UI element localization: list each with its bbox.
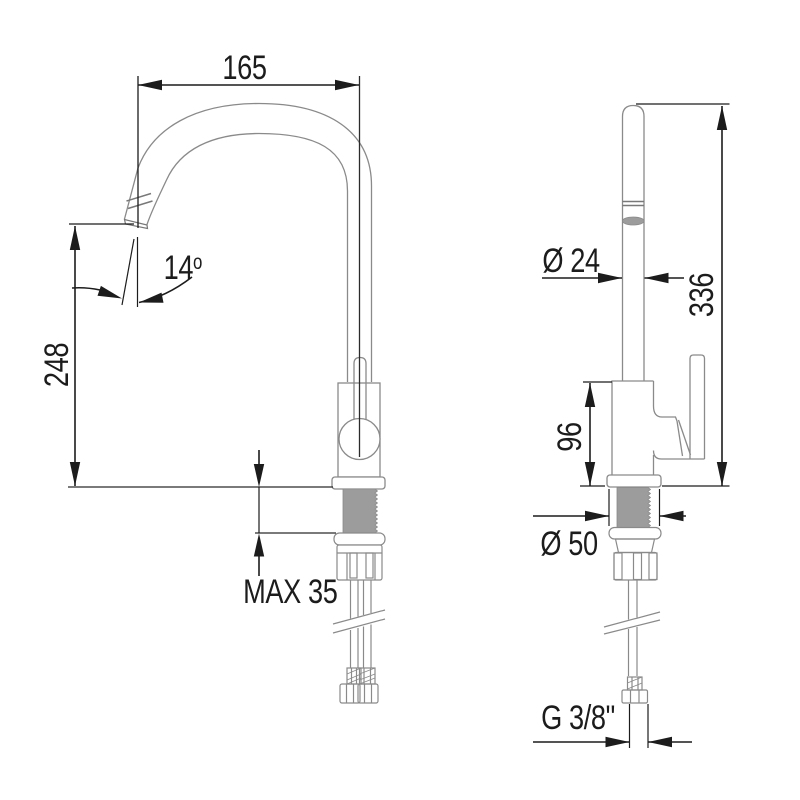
- hose-nut-side: [621, 689, 649, 704]
- break-line-2: [332, 618, 386, 634]
- dimension-overall-height: 336: [683, 272, 721, 318]
- angle-value: 14: [163, 249, 194, 287]
- dimension-spout-diameter: Ø 24: [542, 242, 600, 280]
- mounting-hardware-front: [333, 488, 386, 581]
- dimension-spout-angle: 14o: [162, 251, 204, 285]
- spout-outer-edge: [123, 102, 373, 382]
- angle-ref-tilted: [121, 238, 135, 306]
- locknut-front: [333, 532, 386, 546]
- supply-hoses-front: [332, 580, 386, 704]
- aerator-side: [622, 216, 645, 226]
- lever-wedge-2: [677, 419, 692, 456]
- dimension-base-diameter: Ø 50: [540, 525, 598, 563]
- dim-336-lines: [636, 103, 730, 487]
- break-line-1: [332, 609, 386, 625]
- threaded-shank-front: [342, 488, 379, 534]
- dimension-body-height: 96: [551, 422, 589, 452]
- spout-tip-face: [123, 218, 149, 230]
- base-flange-front: [331, 476, 386, 490]
- spout-tip-ring-1: [126, 192, 152, 202]
- threaded-shank-side: [616, 487, 652, 528]
- hose-nut-right: [357, 683, 379, 704]
- mounting-nut-front: [336, 544, 383, 581]
- break-line-side-2: [603, 619, 661, 635]
- break-line-side-1: [603, 611, 661, 628]
- body-front: [331, 356, 386, 490]
- dimension-hose-thread: G 3/8": [541, 699, 615, 737]
- taper-side: [614, 538, 656, 554]
- dim-d24-lines: [542, 272, 684, 284]
- side-view: [533, 103, 730, 748]
- counter-lines: [68, 486, 336, 534]
- dim-165-lines: [137, 76, 359, 228]
- dimension-outlet-height: 248: [38, 342, 76, 388]
- angle-degree-symbol: o: [193, 251, 203, 274]
- base-flange-side: [606, 474, 662, 488]
- locknut-side: [608, 526, 662, 540]
- mounting-hardware-side: [608, 487, 662, 581]
- lever-side: [689, 354, 706, 459]
- dim-g38-lines: [533, 704, 692, 748]
- spout-tip-ring-2: [127, 200, 153, 210]
- supply-hose-side: [603, 580, 661, 704]
- spout-side: [621, 104, 645, 381]
- front-view: [68, 76, 386, 704]
- lever-wedge-1: [676, 420, 684, 457]
- dimension-max-counter-thickness: MAX 35: [243, 573, 338, 611]
- hose-fitting-right: [358, 667, 376, 685]
- hose-nut-left: [339, 683, 361, 704]
- dim-96-lines: [580, 381, 612, 487]
- spout-tube-side: [621, 104, 645, 381]
- spout-inner-edge: [146, 132, 349, 382]
- spout-outline: [123, 102, 373, 382]
- mounting-nut-side: [613, 551, 658, 581]
- dim-angle-lines: [71, 237, 193, 307]
- dim-d50-lines: [533, 489, 686, 526]
- dim-max35-lines: [253, 450, 265, 576]
- hose-fitting-left: [346, 667, 362, 685]
- dim-248-lines: [69, 223, 134, 486]
- dimension-spout-reach: 165: [222, 49, 267, 87]
- body-side: [606, 354, 706, 488]
